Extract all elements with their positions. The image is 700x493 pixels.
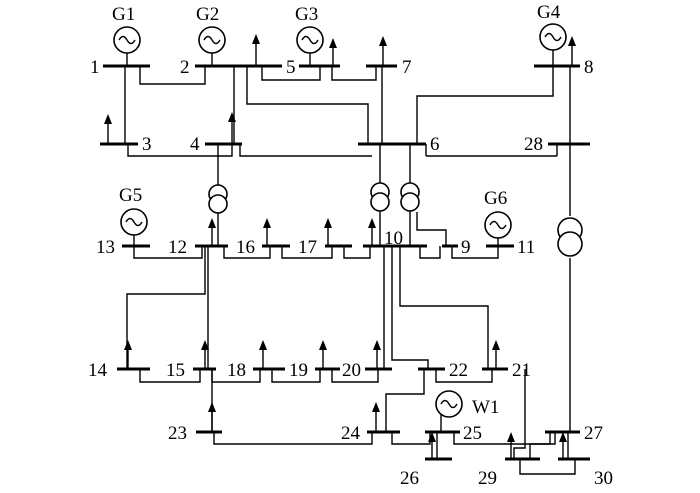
load-arrow-icon bbox=[252, 34, 260, 66]
bus-label-28: 28 bbox=[524, 134, 543, 155]
bus-label-12: 12 bbox=[168, 237, 187, 258]
load-arrow-icon bbox=[324, 218, 332, 246]
generator-label-w1: W1 bbox=[472, 397, 499, 418]
generator-labels: G1 G2 G3 G4 G5 G6 W1 bbox=[112, 2, 561, 418]
bus-label-20: 20 bbox=[342, 360, 361, 381]
load-arrow-icon bbox=[428, 432, 436, 459]
generator-label-g4: G4 bbox=[537, 2, 561, 23]
bus-label-11: 11 bbox=[517, 237, 535, 258]
load-arrow-icon bbox=[559, 432, 567, 459]
bus-label-8: 8 bbox=[584, 57, 594, 78]
bus-label-25: 25 bbox=[463, 423, 482, 444]
transformers bbox=[208, 182, 583, 257]
load-arrow-icon bbox=[373, 340, 381, 369]
ac-source-icon bbox=[198, 26, 226, 54]
load-arrow-icon bbox=[208, 218, 216, 246]
generator-label-g2: G2 bbox=[196, 4, 219, 25]
ac-source-icon bbox=[113, 26, 141, 54]
bus-label-19: 19 bbox=[289, 360, 308, 381]
bus-label-7: 7 bbox=[402, 57, 412, 78]
generators bbox=[113, 23, 567, 418]
load-arrow-icon bbox=[228, 112, 236, 144]
transformer-icon bbox=[400, 182, 420, 212]
bus-label-9: 9 bbox=[461, 237, 471, 258]
load-arrow-icon bbox=[124, 340, 132, 369]
bus-label-26: 26 bbox=[400, 468, 419, 489]
bus-label-24: 24 bbox=[341, 423, 361, 444]
bus-bars bbox=[100, 64, 590, 461]
load-arrow-icon bbox=[329, 38, 337, 66]
bus-label-21: 21 bbox=[512, 360, 531, 381]
bus-label-18: 18 bbox=[227, 360, 246, 381]
generator-label-g3: G3 bbox=[295, 4, 318, 25]
transformer-icon bbox=[557, 217, 583, 257]
transformer-icon bbox=[370, 182, 390, 212]
bus-label-16: 16 bbox=[236, 237, 255, 258]
bus-label-23: 23 bbox=[168, 423, 187, 444]
load-arrow-icon bbox=[368, 218, 376, 246]
bus-label-2: 2 bbox=[180, 57, 190, 78]
load-arrow-icon bbox=[379, 36, 387, 66]
load-arrow-icon bbox=[259, 340, 267, 369]
bus-label-10: 10 bbox=[384, 228, 403, 249]
ac-source-icon bbox=[120, 208, 148, 236]
bus-label-27: 27 bbox=[584, 423, 603, 444]
loads bbox=[104, 34, 576, 459]
load-arrow-icon bbox=[492, 340, 500, 369]
bus-labels: 1 2 5 7 8 3 4 6 28 13 12 16 17 10 9 11 1… bbox=[88, 57, 613, 489]
ac-source-icon bbox=[435, 390, 463, 418]
ac-source-icon bbox=[539, 23, 567, 51]
bus-label-17: 17 bbox=[298, 237, 317, 258]
bus-label-6: 6 bbox=[430, 134, 440, 155]
bus-label-4: 4 bbox=[190, 134, 200, 155]
load-arrow-icon bbox=[319, 340, 327, 369]
load-arrow-icon bbox=[208, 402, 216, 432]
load-arrow-icon bbox=[263, 218, 271, 246]
load-arrow-icon bbox=[507, 432, 515, 459]
load-arrow-icon bbox=[104, 114, 112, 144]
ac-source-icon bbox=[484, 211, 512, 239]
bus-label-5: 5 bbox=[286, 57, 296, 78]
generator-label-g5: G5 bbox=[119, 185, 142, 206]
bus-label-1: 1 bbox=[90, 57, 100, 78]
bus-label-22: 22 bbox=[449, 360, 468, 381]
generator-label-g1: G1 bbox=[112, 4, 135, 25]
bus-label-13: 13 bbox=[96, 237, 115, 258]
bus-label-14: 14 bbox=[88, 360, 108, 381]
load-arrow-icon bbox=[372, 402, 380, 432]
transformer-icon bbox=[208, 184, 228, 214]
transmission-lines bbox=[124, 50, 576, 475]
bus-label-15: 15 bbox=[166, 360, 185, 381]
bus-label-3: 3 bbox=[142, 134, 152, 155]
bus-label-29: 29 bbox=[478, 468, 497, 489]
ac-source-icon bbox=[296, 26, 324, 54]
bus-label-30: 30 bbox=[594, 468, 613, 489]
load-arrow-icon bbox=[201, 340, 209, 369]
load-arrow-icon bbox=[568, 36, 576, 66]
generator-label-g6: G6 bbox=[484, 188, 507, 209]
